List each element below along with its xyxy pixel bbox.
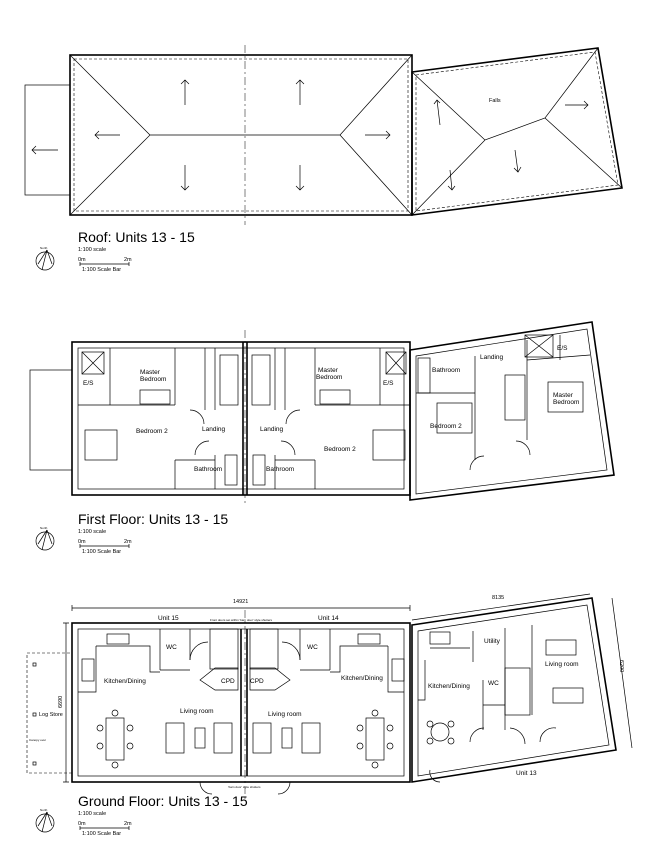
dining-table-icon	[356, 709, 394, 769]
rear-door-note: 'barn door' style shutters	[228, 785, 261, 789]
ground-floor-labels: 14921 8135 6690 6200 Unit 15 Unit 14 Uni…	[29, 595, 624, 789]
scale-bar-start: 0m	[78, 539, 86, 545]
first-floor-title: First Floor: Units 13 - 15	[78, 511, 228, 527]
scale-text: 1:100 scale	[78, 529, 106, 535]
scale-bar	[79, 544, 130, 548]
roof-plan: Falls	[24, 45, 623, 225]
dining-table-icon	[96, 709, 134, 769]
first-floor-plan	[29, 321, 615, 505]
scale-bar	[79, 826, 130, 830]
scale-text: 1:100 scale	[78, 811, 106, 817]
scale-bar-start: 0m	[78, 821, 86, 827]
roof-unit13-hips	[411, 47, 623, 216]
room-label: CPD	[250, 678, 264, 685]
north-arrow-icon: North	[35, 808, 55, 833]
gf-unit13-outline	[411, 597, 617, 783]
ground-floor-plan	[26, 593, 633, 800]
roof-title-block: North Roof: Units 13 - 15 1:100 scale 0m…	[35, 229, 195, 273]
scale-bar-end: 2m	[124, 257, 132, 263]
roof-unit13-outline	[411, 47, 623, 216]
room-label: Master	[140, 369, 161, 376]
north-arrow-icon: North	[35, 526, 55, 551]
unit-label: Unit 14	[318, 615, 339, 622]
north-label: North	[40, 526, 48, 530]
ff-unit13-outline	[409, 321, 615, 501]
room-label: Living room	[268, 711, 302, 718]
north-label: North	[40, 246, 48, 250]
scale-bar	[79, 262, 130, 266]
roof-eaves-line	[73, 58, 409, 212]
room-label: WC	[166, 644, 177, 651]
scale-bar-label: 1:100 Scale Bar	[82, 549, 121, 555]
ground-floor-title-block: North Ground Floor: Units 13 - 15 1:100 …	[35, 793, 248, 837]
room-label: Landing	[480, 354, 504, 361]
roof-annex-outline	[24, 84, 71, 196]
room-label: Landing	[260, 426, 284, 433]
ff-annex	[29, 369, 73, 471]
dimension-label: 14921	[233, 599, 248, 605]
room-label: Master	[318, 367, 339, 374]
scale-bar-end: 2m	[124, 821, 132, 827]
room-label: E/S	[383, 380, 394, 387]
scale-bar-end: 2m	[124, 539, 132, 545]
north-arrow-icon: North	[35, 246, 55, 271]
sofa-icon	[252, 722, 321, 754]
north-label: North	[40, 808, 48, 812]
scale-bar-label: 1:100 Scale Bar	[82, 267, 121, 273]
canopy-note: Canopy over	[29, 738, 46, 742]
ground-floor-title: Ground Floor: Units 13 - 15	[78, 793, 248, 809]
scale-bar-start: 0m	[78, 257, 86, 263]
room-label: Master	[553, 392, 574, 399]
room-label: E/S	[83, 380, 94, 387]
dimension-lines	[63, 605, 411, 783]
room-label: Bedroom 2	[430, 423, 462, 430]
room-label: Bedroom 2	[324, 446, 356, 453]
room-label: Bathroom	[432, 367, 460, 374]
front-door-note: Front doors set within 'barn door' style…	[210, 618, 273, 622]
log-store-label: Log Store	[39, 712, 63, 718]
fall-arrows	[31, 79, 589, 191]
room-label: Landing	[202, 426, 226, 433]
room-label: Utility	[484, 638, 501, 645]
unit-label: Unit 15	[158, 615, 179, 622]
dimension-label: 6690	[58, 696, 64, 708]
room-label: CPD	[221, 678, 235, 685]
room-label: Kitchen/Dining	[104, 678, 146, 685]
room-label: Bedroom	[316, 374, 342, 381]
room-label: Bedroom	[140, 376, 166, 383]
roof-title: Roof: Units 13 - 15	[78, 229, 195, 245]
room-label: WC	[307, 644, 318, 651]
ff-units-14-15-outline	[71, 341, 411, 496]
room-label: Bedroom 2	[136, 428, 168, 435]
room-label: Kitchen/Dining	[341, 675, 383, 682]
room-label: WC	[488, 680, 499, 687]
first-floor-title-block: North First Floor: Units 13 - 15 1:100 s…	[35, 511, 228, 555]
unit-label: Unit 13	[516, 770, 537, 777]
roof-scale: 1:100 scale	[78, 247, 106, 253]
dimension-label: 6200	[618, 660, 624, 672]
gf-units-14-15-outline	[71, 622, 411, 783]
room-label: Bathroom	[194, 466, 222, 473]
sofa-icon	[165, 722, 233, 754]
scale-bar-label: 1:100 Scale Bar	[82, 831, 121, 837]
room-label: E/S	[557, 345, 568, 352]
dimension-lines	[411, 593, 633, 749]
roof-unit13-eaves	[415, 51, 619, 212]
dimension-label: 8135	[492, 595, 504, 601]
room-label: Kitchen/Dining	[428, 683, 470, 690]
falls-label: Falls	[489, 98, 501, 104]
roof-hip-lines	[69, 54, 413, 216]
round-table-icon	[426, 720, 455, 745]
room-label: Living room	[180, 708, 214, 715]
room-label: Living room	[545, 661, 579, 668]
room-label: Bathroom	[266, 466, 294, 473]
first-floor-room-labels: E/S Master Bedroom Bedroom 2 Landing Bat…	[83, 345, 579, 473]
room-label: Bedroom	[553, 399, 579, 406]
